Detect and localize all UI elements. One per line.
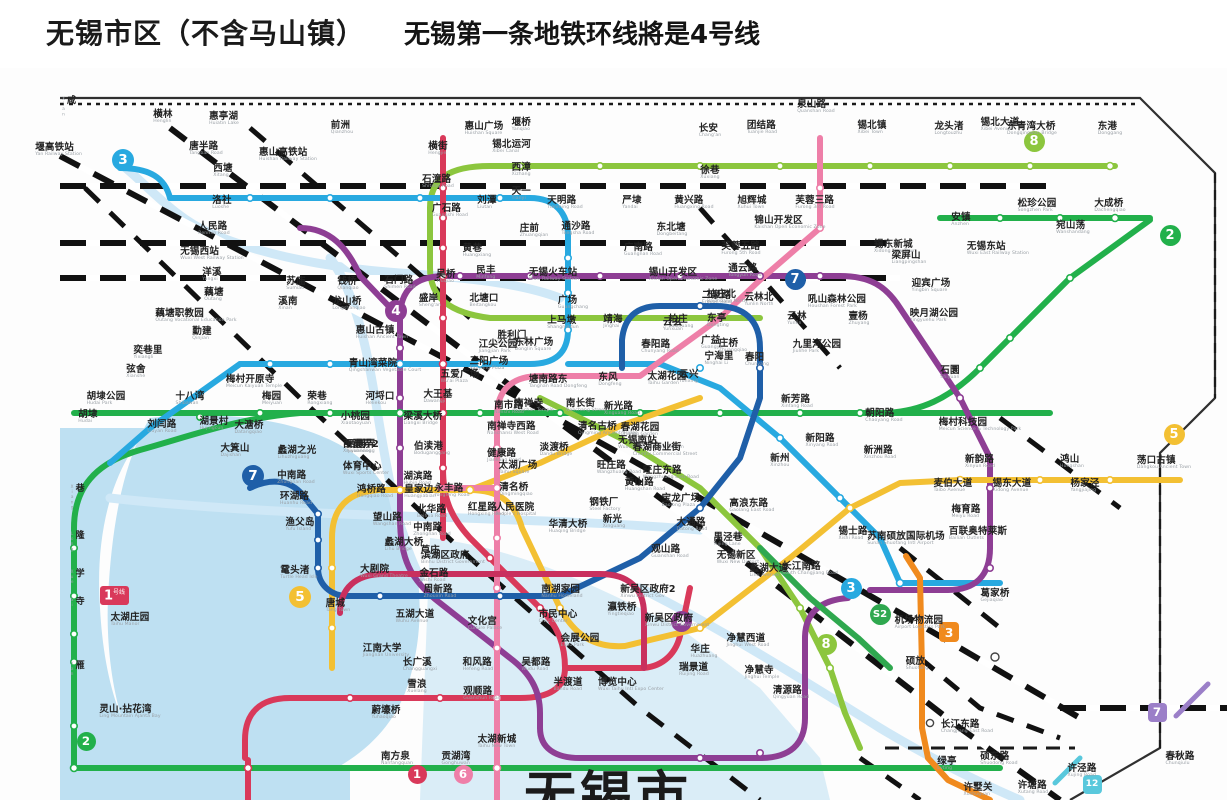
line-6-badge-s[interactable]: 6 [453,764,473,784]
line-3-orange [903,553,993,800]
line-1-badge-s[interactable]: 1 [407,764,427,784]
administrative-boundary [60,96,1217,800]
line-7-badge-e[interactable]: 7 [784,268,806,290]
city-watermark: 无锡市 [524,767,693,800]
map-canvas[interactable]: .ln{fill:none;stroke-linecap:round;strok… [0,68,1227,800]
line-4 [297,225,993,761]
line-1-legend-tag: 1号线 [100,586,130,606]
line-5 [329,395,1183,671]
line-2-badge-ne[interactable]: 2 [1159,224,1181,246]
line-8-badge-ne[interactable]: 8 [1023,130,1045,152]
page-title-right: 无锡第一条地铁环线將是4号线 [404,20,761,50]
line-12-badge-sq[interactable]: 12 [1082,774,1102,794]
line-8-badge-s[interactable]: 8 [815,633,837,655]
line-2-badge-sw[interactable]: 2 [76,731,96,751]
line-7-badge-sq[interactable]: 7 [1147,702,1167,722]
metro-network-svg: .ln{fill:none;stroke-linecap:round;strok… [58,96,1227,800]
page-title-left: 无锡市区（不含马山镇） [46,17,366,50]
line-4-badge-s[interactable]: 4 [670,610,692,632]
line-12 [1052,755,1083,786]
line-5-badge-e[interactable]: 5 [1163,423,1185,445]
page-header: 无锡市区（不含马山镇） 无锡第一条地铁环线將是4号线 [0,0,1227,68]
line-s2-badge[interactable]: S2 [869,603,891,625]
line-3-badge-nw[interactable]: 3 [112,149,134,171]
line-5-badge-w[interactable]: 5 [289,586,311,608]
line-4-badge-nw[interactable]: 4 [385,300,407,322]
line-9 [337,571,647,671]
line-3-badge-sq[interactable]: 3 [939,622,959,642]
line-7-badge-w[interactable]: 7 [242,465,264,487]
line-3-badge-se[interactable]: 3 [840,577,862,599]
line-7-spur [1173,681,1211,719]
station-markers [69,161,1120,773]
line-s2 [757,545,893,671]
